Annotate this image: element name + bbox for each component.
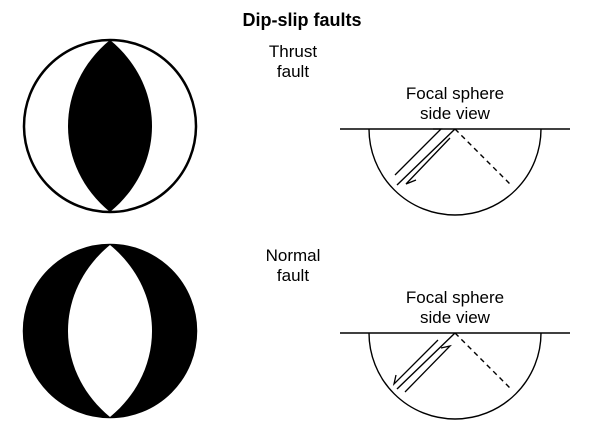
- normal-fault-label: Normal fault: [258, 246, 328, 286]
- thrust-footwall-arrow: [405, 137, 451, 185]
- normal-hanging-wall-arrow: [392, 339, 439, 387]
- thrust-fault-label-line1: Thrust: [268, 42, 318, 61]
- normal-beachball-dilatational-lens: [68, 245, 152, 417]
- diagram-title: Dip-slip faults: [242, 10, 362, 30]
- thrust-fault-label: Thrust fault: [258, 42, 328, 82]
- thrust-auxiliary-plane: [454, 128, 513, 187]
- thrust-hemisphere-arc: [368, 128, 542, 216]
- normal-auxiliary-plane: [454, 332, 513, 391]
- normal-footwall-arrow: [404, 344, 452, 393]
- normal-hemisphere-arc: [368, 332, 542, 420]
- normal-side-view: [340, 332, 570, 420]
- thrust-side-view-line1: Focal sphere: [405, 84, 505, 103]
- thrust-hanging-wall-arrow: [394, 128, 443, 176]
- normal-beachball: [22, 243, 198, 419]
- thrust-side-view: [340, 128, 570, 216]
- normal-fault-label-line2: fault: [276, 266, 310, 285]
- thrust-side-view-label: Focal sphere side view: [395, 84, 515, 124]
- normal-side-view-line1: Focal sphere: [405, 288, 505, 307]
- normal-side-view-line2: side view: [420, 308, 490, 327]
- thrust-fault-label-line2: fault: [276, 62, 310, 81]
- thrust-beachball: [22, 38, 198, 214]
- normal-side-view-label: Focal sphere side view: [395, 288, 515, 328]
- normal-fault-plane: [396, 332, 456, 390]
- thrust-fault-plane: [396, 128, 456, 186]
- thrust-side-view-line2: side view: [420, 104, 490, 123]
- thrust-beachball-compressional-lens: [68, 40, 152, 212]
- normal-fault-label-line1: Normal: [265, 246, 321, 265]
